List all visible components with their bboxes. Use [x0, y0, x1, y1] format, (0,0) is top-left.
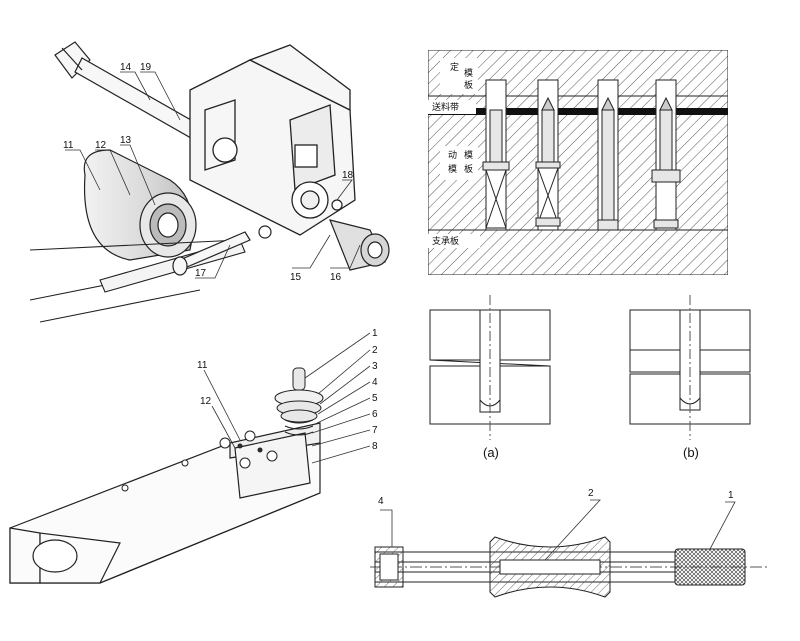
rod — [172, 231, 251, 276]
label-19: 19 — [140, 62, 152, 73]
leader-lines-e — [380, 499, 736, 561]
caption-a: (a) — [483, 445, 499, 460]
fitting — [258, 199, 390, 271]
label-11: 11 — [63, 140, 74, 151]
label-12: 12 — [200, 396, 212, 407]
roller-body — [489, 536, 611, 598]
label-16: 16 — [330, 272, 342, 283]
roller — [83, 149, 197, 261]
tool-arm-diagram: 1 2 3 4 5 6 7 8 11 12 — [0, 318, 420, 641]
spring-stack — [274, 367, 324, 436]
knurled-knob — [674, 548, 746, 586]
label-13: 13 — [120, 135, 132, 146]
label-mold-3: 模 — [448, 164, 457, 175]
label-mold-1: 模 — [464, 68, 473, 79]
pin-plates-drawing: (a) (b) — [429, 295, 751, 460]
label-support-plate: 支承板 — [432, 235, 459, 247]
bracket-frame — [189, 44, 356, 236]
label-18: 18 — [342, 170, 354, 181]
label-17: 17 — [195, 268, 207, 279]
arm-body — [9, 422, 321, 584]
figure-b — [629, 295, 751, 440]
label-15: 15 — [290, 272, 302, 283]
label-14: 14 — [120, 62, 132, 73]
label-fixed: 定 — [450, 61, 459, 73]
leader-lines — [65, 71, 361, 279]
label-plate-2: 板 — [464, 163, 473, 175]
label-12: 12 — [95, 140, 107, 151]
label-2: 2 — [372, 345, 378, 356]
die-section-diagram: 定 模 板 送料带 动 模 模 板 支承板 — [428, 50, 728, 275]
label-feed-strip: 送料带 — [432, 101, 459, 113]
left-sleeve — [374, 546, 404, 588]
label-4: 4 — [378, 496, 384, 507]
label-4: 4 — [372, 377, 378, 388]
assembly-diagram-top-left: 14 19 11 12 13 18 15 16 17 — [0, 0, 420, 330]
label-5: 5 — [372, 393, 378, 404]
pin-plates-diagram: (a) (b) — [420, 290, 800, 470]
label-plate-1: 板 — [464, 79, 473, 91]
feed-strip — [428, 108, 728, 115]
roller-shaft-drawing: 4 2 1 — [370, 488, 770, 598]
label-8: 8 — [372, 441, 378, 452]
roller-shaft-diagram: 4 2 1 — [370, 482, 800, 612]
label-moving: 动 — [448, 150, 457, 161]
label-1: 1 — [728, 490, 734, 501]
leader-lines-c — [203, 332, 371, 464]
screws — [121, 430, 278, 492]
label-1: 1 — [372, 328, 378, 339]
label-7: 7 — [372, 425, 378, 436]
label-6: 6 — [372, 409, 378, 420]
label-mold-2: 模 — [464, 150, 473, 161]
label-3: 3 — [372, 361, 378, 372]
caption-b: (b) — [683, 445, 699, 460]
assembly-drawing-a: 14 19 11 12 13 18 15 16 17 — [29, 41, 390, 323]
die-section-drawing: 定 模 板 送料带 动 模 模 板 支承板 — [428, 50, 728, 275]
label-2: 2 — [588, 488, 594, 499]
punches — [482, 96, 681, 231]
bolt-shaft — [54, 41, 206, 143]
tool-arm-drawing: 1 2 3 4 5 6 7 8 11 12 — [9, 328, 378, 584]
label-11: 11 — [197, 360, 208, 371]
figure-a — [429, 295, 551, 440]
